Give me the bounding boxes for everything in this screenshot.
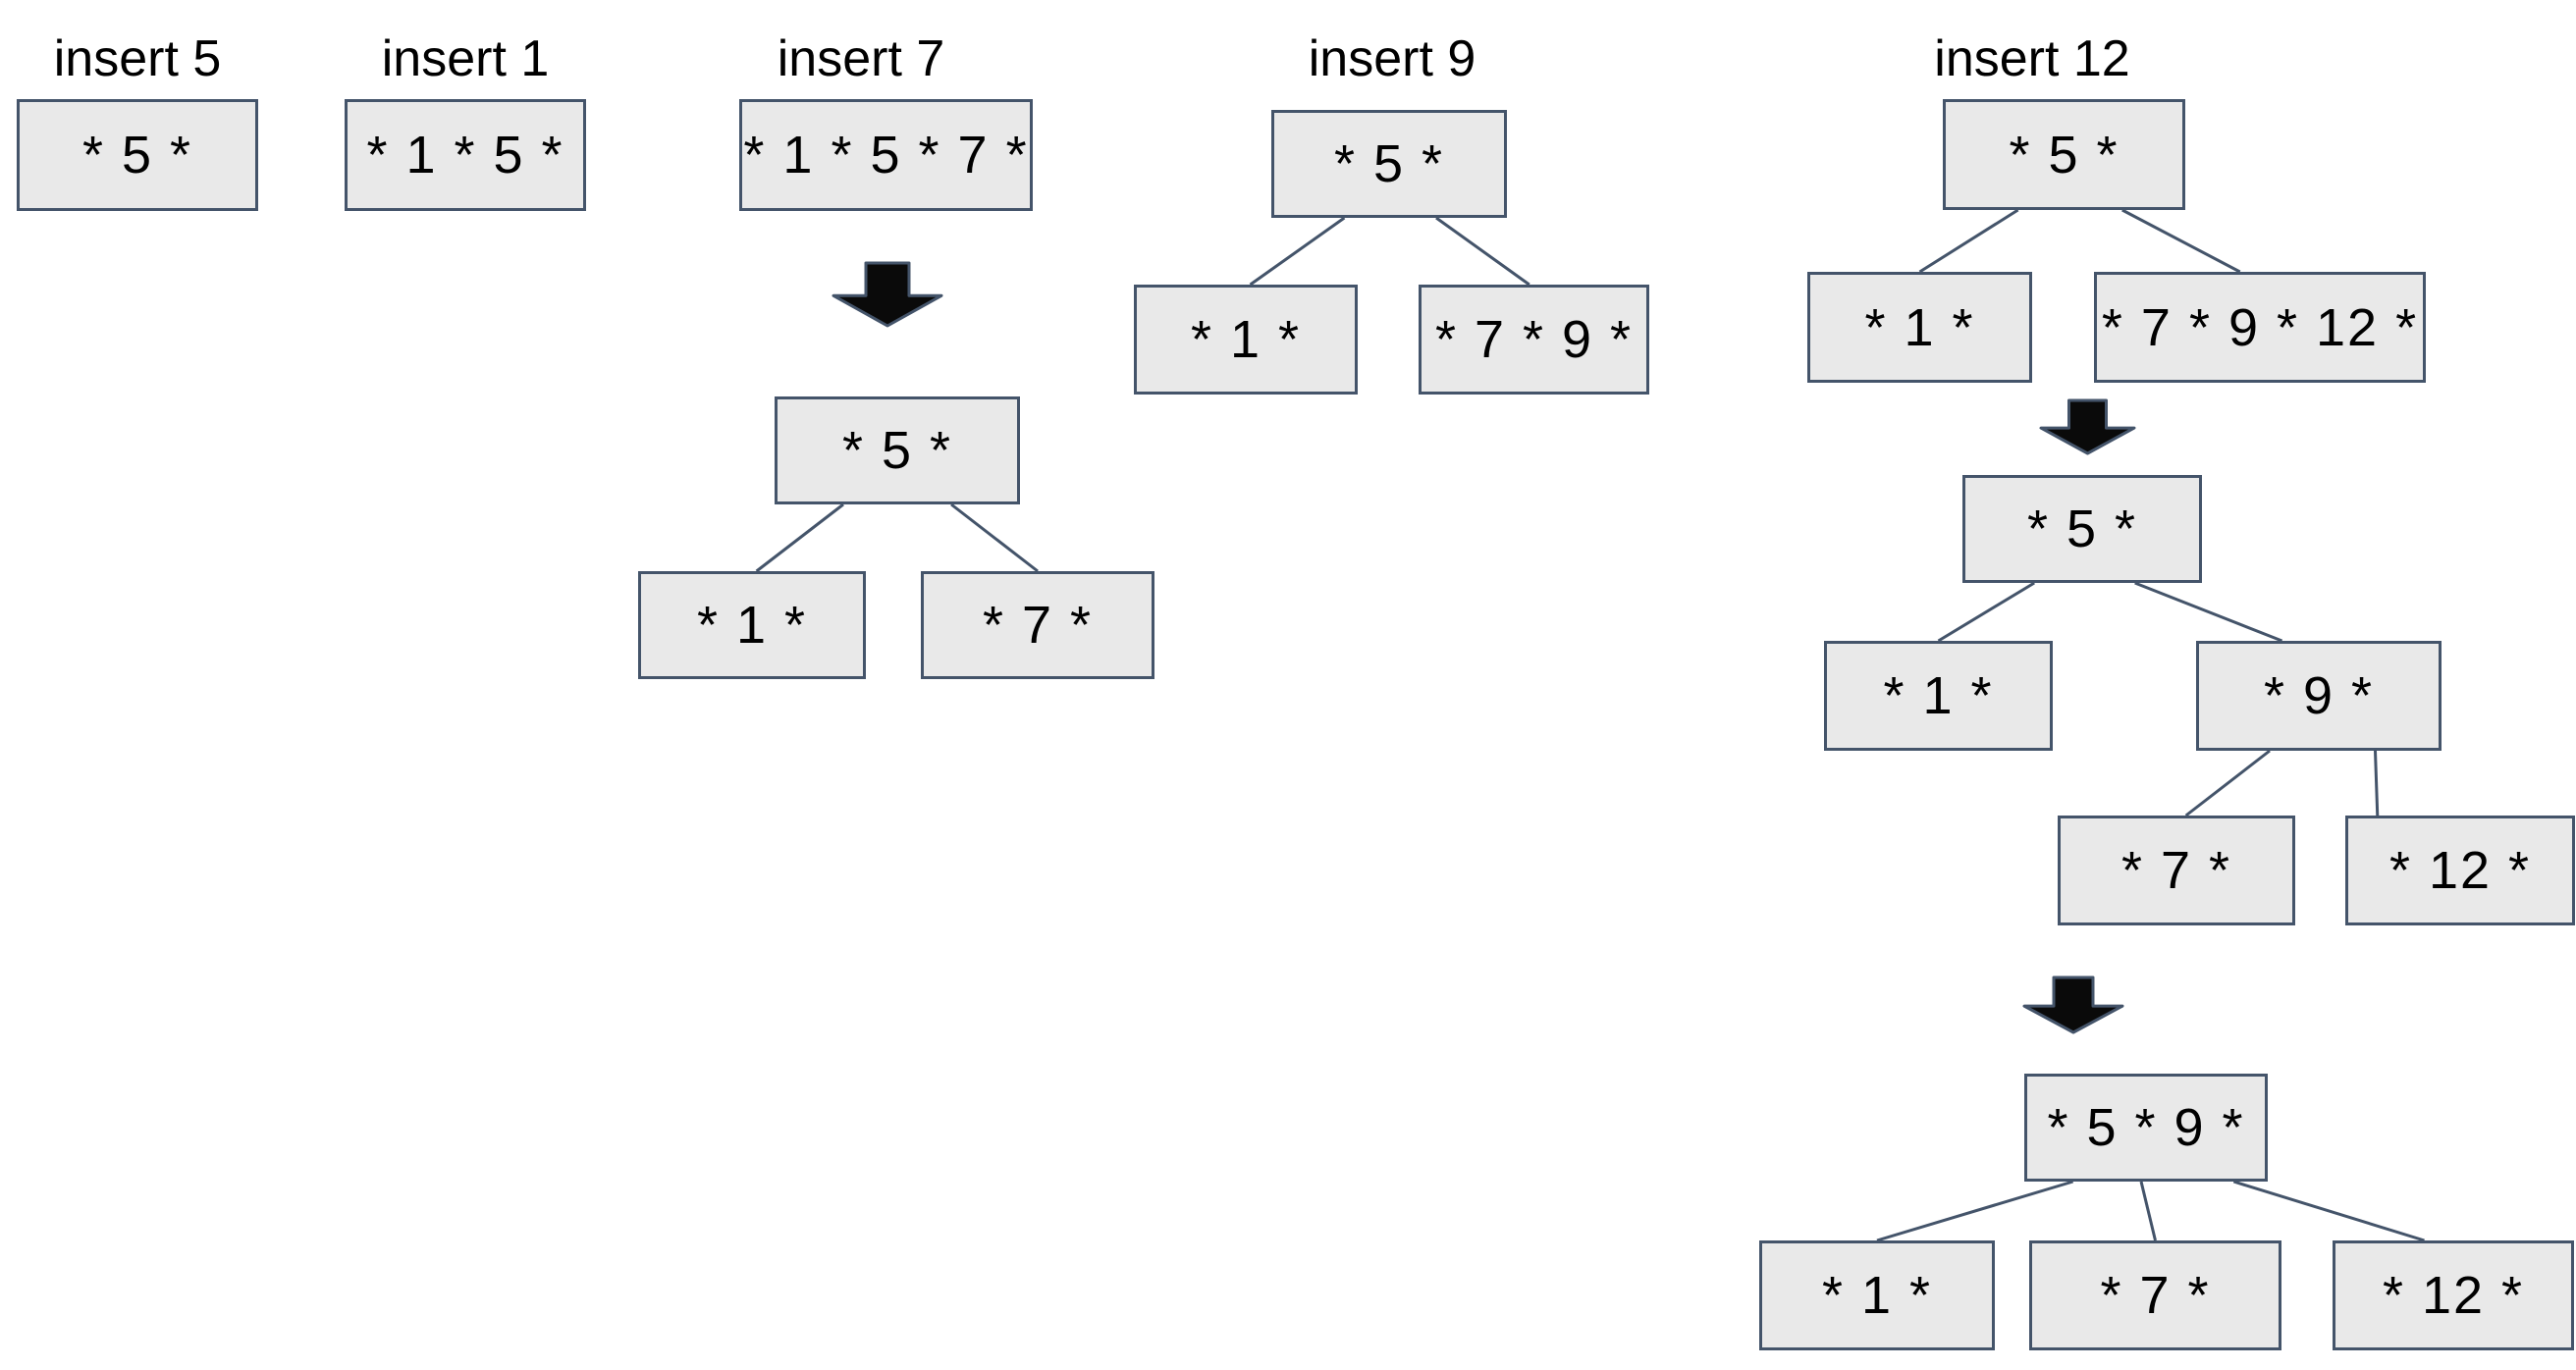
tree-node-insert-9-c2: * 7 * 9 * bbox=[1419, 285, 1649, 395]
tree-node-insert-12-g2: * 12 * bbox=[2345, 816, 2575, 925]
tree-node-insert-5-a: * 5 * bbox=[17, 99, 258, 211]
tree-node-insert-7-root: * 5 * bbox=[775, 396, 1020, 504]
step-label-insert-9: insert 9 bbox=[1308, 30, 1476, 87]
tree-node-insert-7-c1: * 1 * bbox=[638, 571, 866, 679]
step-label-insert-5: insert 5 bbox=[53, 30, 222, 87]
down-arrow-icon bbox=[832, 261, 943, 328]
tree-edge bbox=[1876, 1180, 2074, 1242]
tree-node-insert-1-a: * 1 * 5 * bbox=[345, 99, 586, 211]
tree-edge bbox=[755, 502, 844, 573]
tree-edge bbox=[2184, 749, 2271, 817]
tree-edge bbox=[1249, 216, 1346, 287]
tree-node-insert-9-root: * 5 * bbox=[1271, 110, 1507, 218]
tree-edge bbox=[1918, 208, 2019, 274]
tree-node-insert-12-root: * 5 * bbox=[1962, 475, 2202, 583]
tree-edge bbox=[2139, 1181, 2157, 1241]
tree-node-insert-12-root: * 5 * 9 * bbox=[2024, 1074, 2268, 1182]
step-label-insert-7: insert 7 bbox=[777, 30, 945, 87]
tree-node-insert-7-overflow: * 1 * 5 * 7 * bbox=[739, 99, 1033, 211]
down-arrow-icon bbox=[2022, 975, 2124, 1034]
tree-node-insert-12-c3: * 12 * bbox=[2333, 1240, 2574, 1350]
tree-edge bbox=[2232, 1180, 2425, 1242]
step-label-insert-1: insert 1 bbox=[381, 30, 550, 87]
tree-node-insert-12-root: * 5 * bbox=[1943, 99, 2185, 210]
step-label-insert-12: insert 12 bbox=[1934, 30, 2130, 87]
tree-edge bbox=[2374, 750, 2380, 817]
tree-edge bbox=[1937, 581, 2035, 643]
tree-node-insert-12-g1: * 7 * bbox=[2058, 816, 2295, 925]
tree-edge bbox=[2121, 208, 2241, 274]
tree-edge bbox=[2134, 581, 2283, 643]
tree-node-insert-7-c2: * 7 * bbox=[921, 571, 1154, 679]
tree-node-insert-12-c1: * 1 * bbox=[1807, 272, 2032, 383]
tree-edge bbox=[1435, 216, 1530, 287]
down-arrow-icon bbox=[2039, 398, 2136, 455]
tree-node-insert-12-c1: * 1 * bbox=[1759, 1240, 1995, 1350]
tree-node-insert-12-c2: * 7 * bbox=[2029, 1240, 2281, 1350]
tree-node-insert-12-c1: * 1 * bbox=[1824, 641, 2053, 751]
tree-node-insert-9-c1: * 1 * bbox=[1134, 285, 1358, 395]
tree-edge bbox=[950, 502, 1039, 573]
tree-node-insert-12-c2: * 9 * bbox=[2196, 641, 2442, 751]
tree-node-insert-12-c2: * 7 * 9 * 12 * bbox=[2094, 272, 2426, 383]
